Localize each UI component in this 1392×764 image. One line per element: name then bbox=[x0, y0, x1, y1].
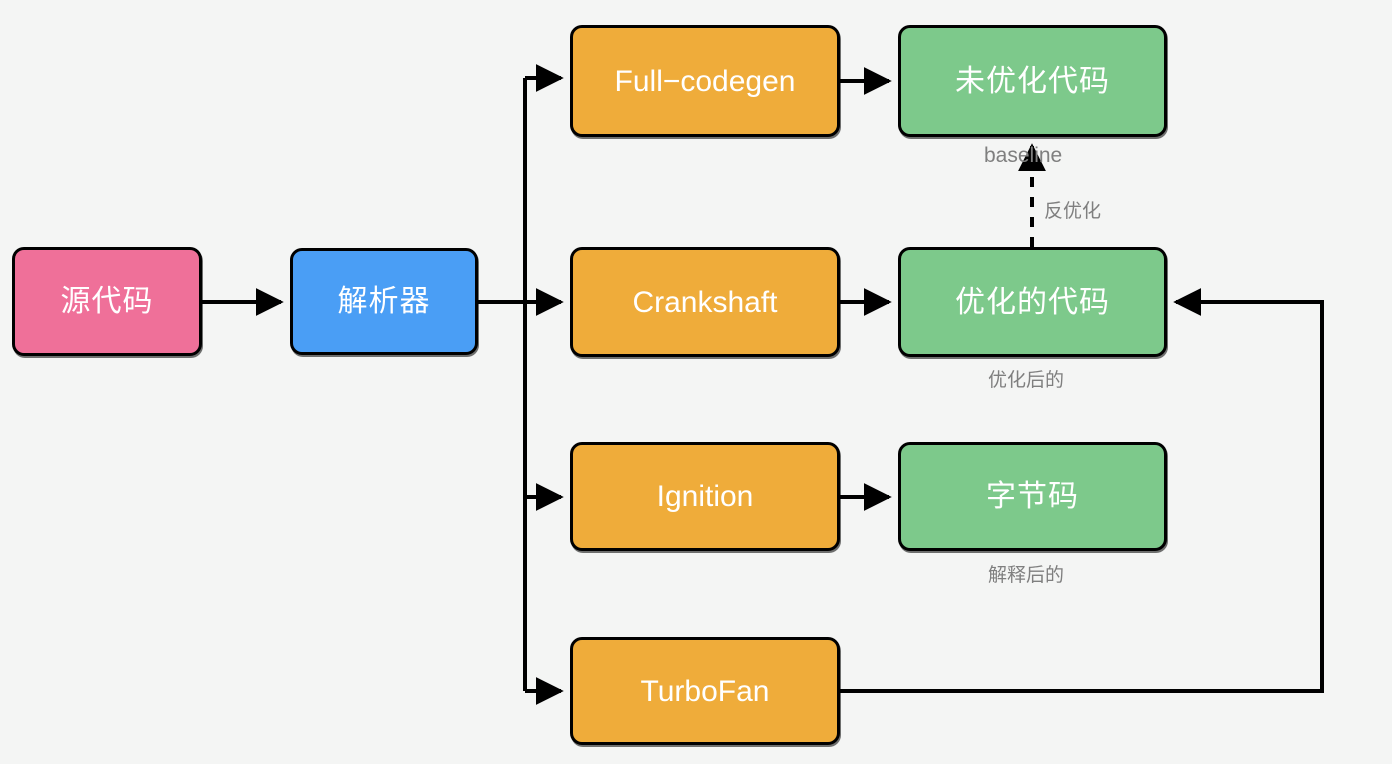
node-turbofan[interactable]: TurboFan bbox=[570, 637, 840, 745]
node-crankshaft-label: Crankshaft bbox=[632, 285, 778, 319]
node-optimized-code[interactable]: 优化的代码 bbox=[898, 247, 1167, 357]
caption-optimized-note: 优化后的 bbox=[988, 370, 1065, 391]
node-optimized-code-label: 优化的代码 bbox=[955, 285, 1110, 319]
caption-baseline: baseline bbox=[984, 144, 1063, 167]
node-bytecode[interactable]: 字节码 bbox=[898, 442, 1167, 551]
node-ignition-label: Ignition bbox=[656, 480, 754, 513]
node-parser-label: 解析器 bbox=[337, 285, 431, 318]
node-source-code[interactable]: 源代码 bbox=[12, 247, 202, 356]
node-full-codegen-label: Full−codegen bbox=[614, 64, 796, 98]
edge-parser-bus bbox=[478, 78, 527, 691]
node-crankshaft[interactable]: Crankshaft bbox=[570, 247, 840, 357]
node-parser[interactable]: 解析器 bbox=[290, 248, 478, 355]
node-bytecode-label: 字节码 bbox=[986, 480, 1079, 513]
node-full-codegen[interactable]: Full−codegen bbox=[570, 25, 840, 137]
node-ignition[interactable]: Ignition bbox=[570, 442, 840, 551]
node-unoptimized-code-label: 未优化代码 bbox=[955, 64, 1110, 98]
node-turbofan-label: TurboFan bbox=[640, 674, 770, 708]
node-source-code-label: 源代码 bbox=[60, 285, 154, 318]
caption-deoptimize: 反优化 bbox=[1044, 201, 1102, 222]
caption-interpreted-note: 解释后的 bbox=[988, 565, 1065, 586]
node-unoptimized-code[interactable]: 未优化代码 bbox=[898, 25, 1167, 137]
